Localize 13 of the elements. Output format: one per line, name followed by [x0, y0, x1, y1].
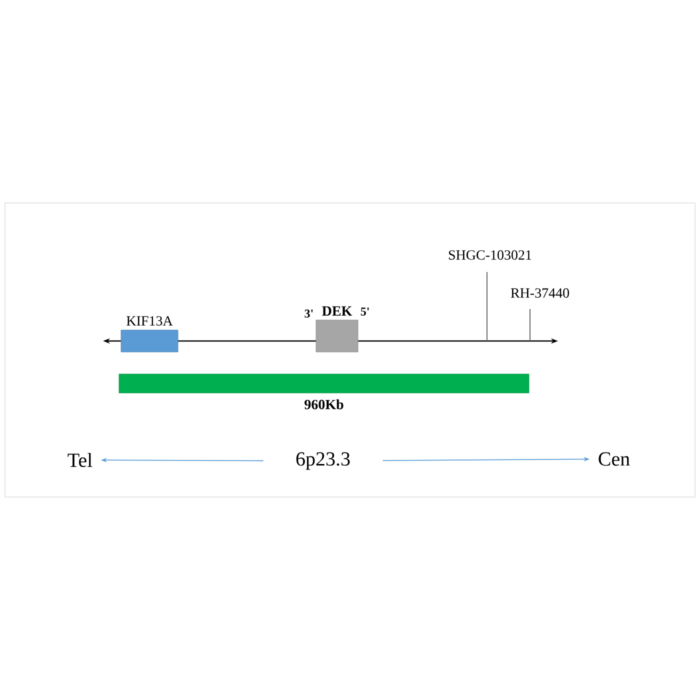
strand-label: 3': [304, 310, 313, 318]
gene-box: KIF13A: [120, 316, 178, 352]
region-bar: 960Kb: [118, 374, 530, 410]
gene-box: DEK: [316, 306, 358, 352]
marker-label: RH-37440: [510, 288, 570, 298]
end-label: Tel: [68, 452, 92, 468]
band-label: 6p23.3: [296, 452, 350, 470]
end-label: Cen: [598, 452, 630, 466]
node-label: DEK: [322, 306, 352, 316]
marker-label: SHGC-103021: [448, 250, 532, 260]
node-label: KIF13A: [126, 316, 173, 326]
node-label: 960Kb: [304, 399, 344, 410]
strand-label: 5': [360, 308, 369, 316]
